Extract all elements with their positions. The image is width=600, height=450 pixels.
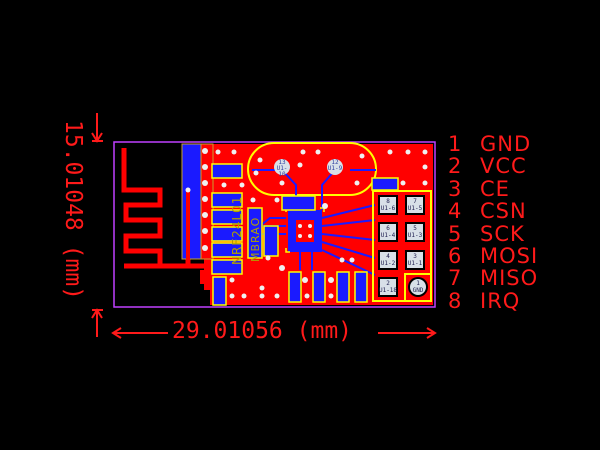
pad-net: U1-5 [407, 205, 423, 212]
width-dimension-label: 29.01056 (mm) [172, 318, 353, 344]
pin-number: 5 [448, 221, 462, 246]
pad-number: 4 [386, 253, 390, 260]
pin-number: 2 [448, 154, 462, 179]
pin-name: MISO [480, 266, 539, 291]
pad-net: U1-10 [276, 165, 288, 178]
passive-components [211, 163, 399, 306]
crystal-pad-13: 13 U1-10 [274, 160, 290, 178]
pinout-list: 1 GND 2 VCC 3 CE 4 CSN 5 SCK 6 MOSI 7 MISO 8 IRQ [448, 133, 538, 312]
crystal-pad-12: 12 U1-9 [327, 160, 343, 172]
pad-net: U1-1 [407, 260, 423, 267]
pin-number: 7 [448, 266, 462, 291]
pad-number: 7 [413, 198, 417, 205]
height-dimension-label: 15.01048 (mm) [60, 120, 86, 301]
pad-number: 1 [416, 280, 420, 287]
pinout-row: 4 CSN [448, 200, 538, 222]
bottom-copper-block [182, 144, 202, 259]
pinout-row: 1 GND [448, 133, 538, 155]
pad-number: 8 [386, 198, 390, 205]
pin-number: 6 [448, 243, 462, 268]
pin-name: CE [480, 176, 510, 201]
pin-name: MOSI [480, 243, 539, 268]
pad-net: U1-9 [327, 165, 343, 172]
pinout-row: 6 MOSI [448, 245, 538, 267]
pad-number: 3 [413, 253, 417, 260]
pinout-row: 3 CE [448, 178, 538, 200]
pad-net: U1-18 [378, 287, 398, 294]
pinout-row: 2 VCC [448, 155, 538, 177]
pin-name: IRQ [480, 288, 521, 313]
pad-net: GND [412, 287, 424, 294]
pin-name: SCK [480, 221, 525, 246]
pin-number: 1 [448, 132, 462, 156]
pad-net: U1-2 [380, 260, 396, 267]
pin-number: 8 [448, 288, 462, 313]
pad-number: 2 [386, 280, 390, 287]
pad-net: U1-3 [407, 232, 423, 239]
header-outline [372, 190, 432, 302]
pin-name: GND [480, 132, 532, 156]
pin-name: VCC [480, 154, 527, 179]
pad-net: U1-4 [380, 232, 396, 239]
pin-number: 3 [448, 176, 462, 201]
pin-name: CSN [480, 199, 527, 224]
vias [215, 149, 428, 299]
pad-number: 6 [386, 225, 390, 232]
horizontal-dimension-arrows [111, 327, 437, 339]
pinout-row: 7 MISO [448, 267, 538, 289]
pad-number: 13 [278, 159, 286, 166]
pin-number: 4 [448, 199, 462, 224]
pad-number: 12 [331, 159, 339, 166]
vertical-dimension-arrows [91, 113, 103, 337]
pinout-row: 8 IRQ [448, 290, 538, 312]
pinout-row: 5 SCK [448, 221, 538, 246]
pad-net: U1-6 [380, 205, 396, 212]
silkscreen-part-mark: MBRAO [249, 216, 262, 262]
crystal-pads [274, 159, 343, 175]
silkscreen-chip-name: NRF24L01 [230, 195, 244, 265]
via-column [202, 148, 208, 251]
pad-number: 5 [413, 225, 417, 232]
